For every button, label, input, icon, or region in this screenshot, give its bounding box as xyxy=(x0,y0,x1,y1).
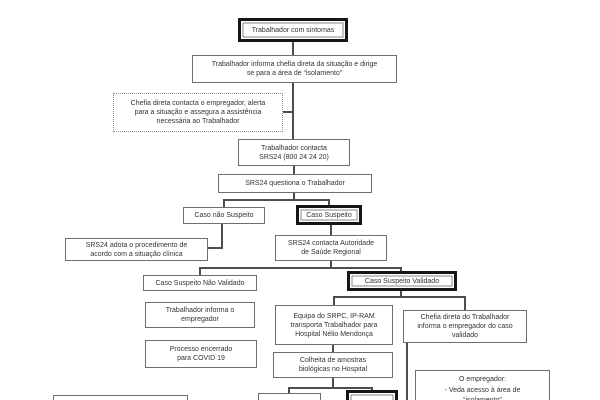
node-label: SRS24 contacta Autoridade xyxy=(287,240,374,247)
node-empregador-veda-acesso: O empregador: - Veda acesso à área de “i… xyxy=(415,370,550,400)
node-label: necessária ao Trabalhador xyxy=(156,118,240,125)
node-label: validado xyxy=(451,332,479,339)
connector-line xyxy=(332,345,334,352)
node-label: Trabalhador informa o xyxy=(165,307,235,314)
node-equipa-srpc-transporta: Equipa do SRPC, IP-RAM transporta Trabal… xyxy=(275,305,393,345)
node-label: Processo encerrado xyxy=(169,346,233,353)
node-caso-suspeito-validado: Caso Suspeito Validado xyxy=(347,271,457,291)
node-label: acordo com a situação clínica xyxy=(90,250,183,258)
connector-line xyxy=(288,387,373,389)
connector-line xyxy=(332,378,334,389)
connector-line xyxy=(330,260,332,268)
connector-line xyxy=(293,193,295,200)
node-caso-suspeito: Caso Suspeito xyxy=(296,205,362,225)
node-label: O empregador: xyxy=(458,376,507,383)
node-label: Trabalhador contacta xyxy=(261,144,327,152)
node-partial-bottom-left xyxy=(53,395,188,400)
connector-line xyxy=(221,223,223,249)
node-label: Trabalhador com sintomas xyxy=(251,26,335,34)
connector-line xyxy=(223,199,330,201)
connector-line xyxy=(293,166,295,174)
connector-line xyxy=(199,267,201,275)
node-label: - Veda acesso à área de xyxy=(444,386,521,394)
node-label: SRS24 (800 24 24 20) xyxy=(259,153,329,161)
node-label: de Saúde Regional xyxy=(301,249,361,256)
node-label: transporta Trabalhador para xyxy=(290,321,378,329)
connector-line xyxy=(333,296,335,305)
connector-line xyxy=(400,267,402,272)
connector-line xyxy=(330,225,332,235)
node-label: para COVID 19 xyxy=(177,355,225,362)
node-chefia-contacta-empregador: Chefia direta contacta o empregador, ale… xyxy=(113,93,283,132)
node-label: “isolamento” xyxy=(463,396,502,400)
node-label: Chefia direta do Trabalhador xyxy=(420,314,510,321)
node-label: Equipa do SRPC, IP-RAM xyxy=(293,312,375,320)
connector-line xyxy=(223,199,225,207)
node-label: SRS24 questiona o Trabalhador xyxy=(245,180,345,187)
node-caso-suspeito-nao-validado: Caso Suspeito Não Validado xyxy=(143,275,257,291)
node-srs24-contacta-autoridade: SRS24 contacta Autoridade de Saúde Regio… xyxy=(275,235,387,261)
node-trabalhador-contacta-srs24: Trabalhador contacta SRS24 (800 24 24 20… xyxy=(238,139,350,166)
connector-line xyxy=(333,296,466,298)
node-label: Caso Suspeito xyxy=(306,211,352,219)
node-label: Chefia direta contacta o empregador, ale… xyxy=(130,100,266,107)
connector-line xyxy=(292,42,294,55)
node-label: informa o empregador do caso xyxy=(417,323,513,330)
node-label: Hospital Nélio Mendonça xyxy=(295,330,373,338)
node-label: SRS24 adota o procedimento de xyxy=(85,241,188,249)
node-label: Trabalhador informa chefia direta da sit… xyxy=(211,61,378,68)
node-trabalhador-com-sintomas: Trabalhador com sintomas xyxy=(238,18,348,42)
node-colheita-amostras: Colheita de amostras biológicas no Hospi… xyxy=(273,352,393,378)
connector-line xyxy=(406,343,408,400)
connector-line xyxy=(283,111,293,113)
node-label: empregador xyxy=(181,316,219,323)
connector-line xyxy=(288,387,290,395)
connector-line xyxy=(464,296,466,310)
node-chefia-informa-caso-validado: Chefia direta do Trabalhador informa o e… xyxy=(403,310,527,343)
connector-line xyxy=(328,199,330,205)
node-partial-bottom-bold xyxy=(346,390,398,400)
node-srs24-questiona: SRS24 questiona o Trabalhador xyxy=(218,174,372,193)
node-srs24-adota-procedimento: SRS24 adota o procedimento de acordo com… xyxy=(65,238,208,261)
node-trabalhador-informa-chefia: Trabalhador informa chefia direta da sit… xyxy=(192,55,397,83)
node-label: biológicas no Hospital xyxy=(298,366,368,373)
node-label: Colheita de amostras xyxy=(299,357,367,364)
node-label: para a situação e assegura a assistência xyxy=(134,109,262,116)
connector-line xyxy=(400,291,402,298)
node-caso-nao-suspeito: Caso não Suspeito xyxy=(183,207,265,224)
node-processo-encerrado: Processo encerrado para COVID 19 xyxy=(145,340,257,368)
node-trabalhador-informa-empregador: Trabalhador informa o empregador xyxy=(145,302,255,328)
node-partial-bottom-middle xyxy=(258,393,321,400)
connector-line xyxy=(208,247,222,249)
connector-line xyxy=(199,267,402,269)
node-label: se para a área de “isolamento” xyxy=(246,70,343,77)
connector-line xyxy=(292,83,294,139)
node-label: Caso Suspeito Validado xyxy=(364,277,440,285)
node-label: Caso Suspeito Não Validado xyxy=(155,279,245,287)
connector-line xyxy=(371,387,373,391)
node-label: Caso não Suspeito xyxy=(194,212,254,219)
